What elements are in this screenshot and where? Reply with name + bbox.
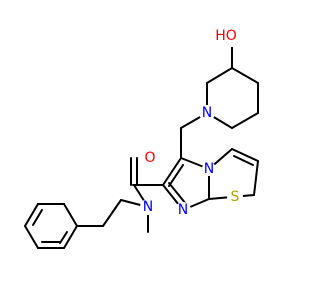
bond-ph-4 (24, 203, 39, 227)
bond-ph-inner-2 (32, 209, 43, 226)
atom-hydroxyl-label: HO (215, 28, 237, 44)
bonds (24, 41, 259, 249)
atom-sulfur-label: S (231, 189, 240, 205)
bond-c3t-c2t (231, 148, 259, 162)
atom-carbonyl-oxygen-label: O (144, 150, 155, 166)
bond-c2t-s (253, 160, 259, 196)
bond-ph-6 (63, 203, 78, 227)
bond-c3-c4 (231, 67, 259, 84)
bond-ch2a-ch2b (102, 199, 122, 227)
atom-bridgehead-nitrogen-label: N (204, 161, 214, 177)
bond-c5-c6 (231, 112, 259, 129)
molecule-diagram: HO N O N N N S (24, 25, 259, 249)
atom-ring-nitrogen-label: N (178, 202, 188, 218)
bond-c3t-c2t-double (233, 155, 254, 166)
bond-c6-c5-double (168, 164, 184, 187)
bond-ph-1 (63, 225, 78, 249)
atom-piperidine-nitrogen-label: N (202, 105, 212, 121)
bond-ph-inner-1 (59, 231, 68, 244)
bond-c2-c3 (206, 67, 233, 84)
atom-labels: HO N O N N N S (140, 25, 243, 218)
bond-n1ring-c6-double (168, 182, 187, 205)
bond-ph-3 (24, 225, 39, 249)
bond-c6-c5 (162, 157, 182, 186)
atom-amide-nitrogen-label: N (143, 199, 153, 215)
